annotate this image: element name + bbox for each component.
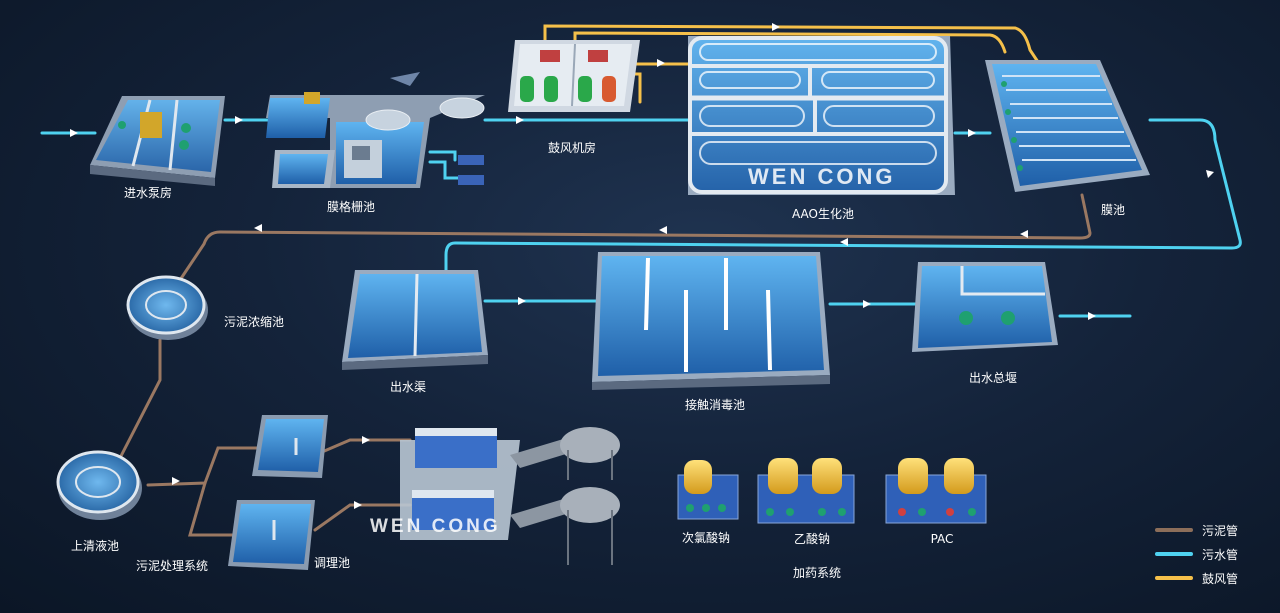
label-pac: PAC xyxy=(930,532,954,546)
pipe-legend: 污泥管 污水管 鼓风管 xyxy=(1155,518,1238,590)
label-membrane-screen-tank: 膜格栅池 xyxy=(326,200,376,214)
outlet-channel-model[interactable] xyxy=(342,270,488,370)
label-sodium-acetate: 乙酸钠 xyxy=(793,532,831,546)
legend-swatch-sewage xyxy=(1155,552,1193,556)
legend-swatch-air xyxy=(1155,576,1193,580)
legend-item-air-pipe: 鼓风管 xyxy=(1155,566,1238,590)
label-influent-pump-house: 进水泵房 xyxy=(123,186,173,200)
label-effluent-weir: 出水总堰 xyxy=(968,371,1018,385)
sludge-pipes xyxy=(118,193,1092,537)
label-membrane-tank: 膜池 xyxy=(1100,203,1126,217)
dosing-acetate-model[interactable] xyxy=(757,458,855,524)
effluent-weir-model[interactable] xyxy=(912,262,1058,352)
legend-label-sewage: 污水管 xyxy=(1202,547,1239,562)
label-sodium-hypochlorite: 次氯酸钠 xyxy=(681,531,731,545)
contact-disinfection-model[interactable] xyxy=(592,252,830,390)
sludge-thickener-model[interactable] xyxy=(126,275,208,340)
supernatant-tank-model[interactable] xyxy=(56,450,142,520)
dosing-pac-model[interactable] xyxy=(885,458,987,524)
sludge-dewatering-model[interactable] xyxy=(400,427,620,565)
label-sludge-treatment-system: 污泥处理系统 xyxy=(135,559,209,573)
conditioning-tanks-model[interactable] xyxy=(228,415,328,570)
sludge-watermark: WEN CONG xyxy=(370,516,501,537)
blower-room-model[interactable] xyxy=(508,40,640,112)
membrane-tank-model[interactable] xyxy=(985,60,1150,192)
dosing-hypochlorite-model[interactable] xyxy=(677,460,739,520)
label-aao-bio-tank: AAO生化池 xyxy=(792,207,854,221)
label-supernatant-tank: 上清液池 xyxy=(70,539,120,553)
influent-pump-house-model[interactable] xyxy=(90,96,225,186)
membrane-screen-model[interactable] xyxy=(266,72,485,188)
label-dosing-system: 加药系统 xyxy=(792,566,842,580)
label-contact-disinfection-tank: 接触消毒池 xyxy=(684,398,746,412)
label-blower-room: 鼓风机房 xyxy=(547,141,597,155)
label-sludge-thickener: 污泥浓缩池 xyxy=(223,315,285,329)
label-conditioning-tank: 调理池 xyxy=(313,556,351,570)
air-pipes xyxy=(543,24,1040,104)
legend-item-sludge-pipe: 污泥管 xyxy=(1155,518,1238,542)
legend-item-sewage-pipe: 污水管 xyxy=(1155,542,1238,566)
legend-label-air: 鼓风管 xyxy=(1202,571,1239,586)
aao-watermark: WEN CONG xyxy=(748,164,896,189)
flow-arrows xyxy=(70,23,1214,509)
aao-bio-tank-model[interactable] xyxy=(688,36,955,195)
legend-swatch-sludge xyxy=(1155,528,1193,532)
label-outlet-channel: 出水渠 xyxy=(389,380,427,394)
legend-label-sludge: 污泥管 xyxy=(1202,523,1239,538)
